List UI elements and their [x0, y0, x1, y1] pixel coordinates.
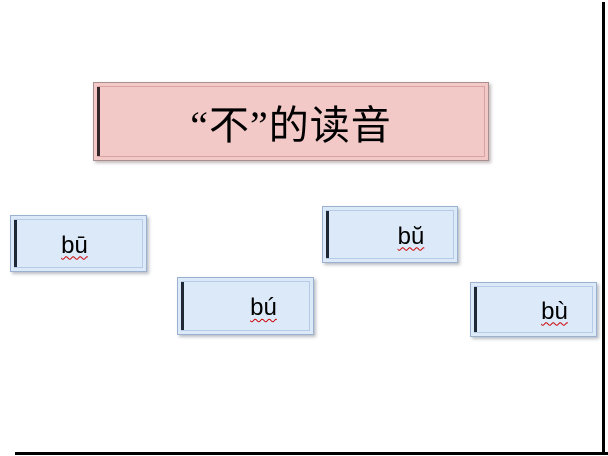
tone-box-bevel — [326, 210, 454, 259]
tone-box-accent-bar — [14, 220, 17, 267]
slide-title: “不”的读音 — [190, 102, 392, 148]
tone-box-tone2[interactable]: bú — [177, 277, 314, 335]
tone-box-tone3[interactable]: bŭ — [322, 206, 458, 263]
pinyin-label-tone3: bŭ — [397, 222, 425, 250]
tone-box-bevel — [474, 286, 593, 333]
frame-line-right — [602, 2, 605, 454]
tone-box-accent-bar — [181, 282, 184, 330]
pinyin-label-tone2: bú — [250, 294, 277, 321]
title-box-accent-bar — [97, 87, 100, 156]
tone-box-accent-bar — [326, 211, 329, 258]
tone-box-accent-bar — [474, 287, 477, 332]
pinyin-label-tone1: bū — [61, 231, 88, 259]
tone-box-bevel — [181, 281, 310, 331]
title-box: “不”的读音 — [93, 82, 489, 161]
tone-box-tone4[interactable]: bù — [470, 282, 597, 337]
tone-box-tone1[interactable]: bū — [10, 215, 147, 272]
pinyin-label-tone4: bù — [541, 297, 568, 325]
frame-line-bottom — [15, 452, 608, 455]
